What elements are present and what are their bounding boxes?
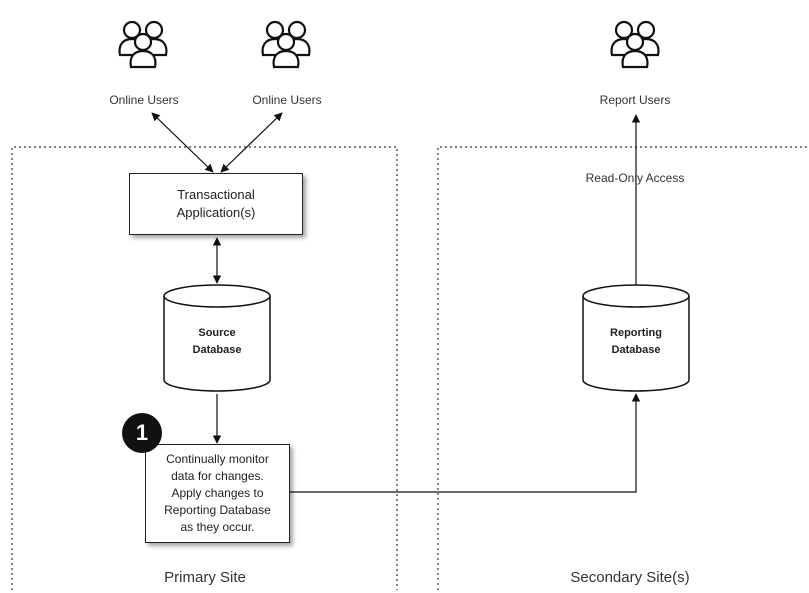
secondary-site-border bbox=[437, 146, 809, 590]
reporting-db-label: Reporting Database bbox=[610, 327, 662, 356]
edge-online-users-1-app bbox=[151, 112, 214, 173]
monitor-node: Continually monitor data for changes. Ap… bbox=[145, 444, 290, 543]
edge-online-users-2-app bbox=[220, 112, 283, 173]
transactional-app-label: Transactional Application(s) bbox=[176, 187, 256, 220]
report-users-label: Report Users bbox=[599, 93, 671, 107]
users-group-icon bbox=[263, 22, 310, 67]
users-group-icon bbox=[612, 22, 659, 67]
transactional-app-node: Transactional Application(s) bbox=[129, 173, 303, 235]
read-only-access-label: Read-Only Access bbox=[585, 171, 685, 185]
monitor-label: Continually monitor data for changes. Ap… bbox=[164, 452, 271, 534]
reporting-db-shape bbox=[582, 284, 690, 392]
users-group-icon bbox=[120, 22, 167, 67]
online-users-1-label: Online Users bbox=[109, 93, 179, 107]
step-badge: 1 bbox=[122, 413, 162, 453]
source-db-label: Source Database bbox=[192, 327, 242, 356]
secondary-site-label: Secondary Site(s) bbox=[570, 569, 690, 586]
online-users-2-label: Online Users bbox=[252, 93, 322, 107]
edge-monitor-reporting-db bbox=[290, 393, 641, 493]
primary-site-label: Primary Site bbox=[164, 569, 246, 586]
source-db-shape bbox=[163, 284, 271, 392]
